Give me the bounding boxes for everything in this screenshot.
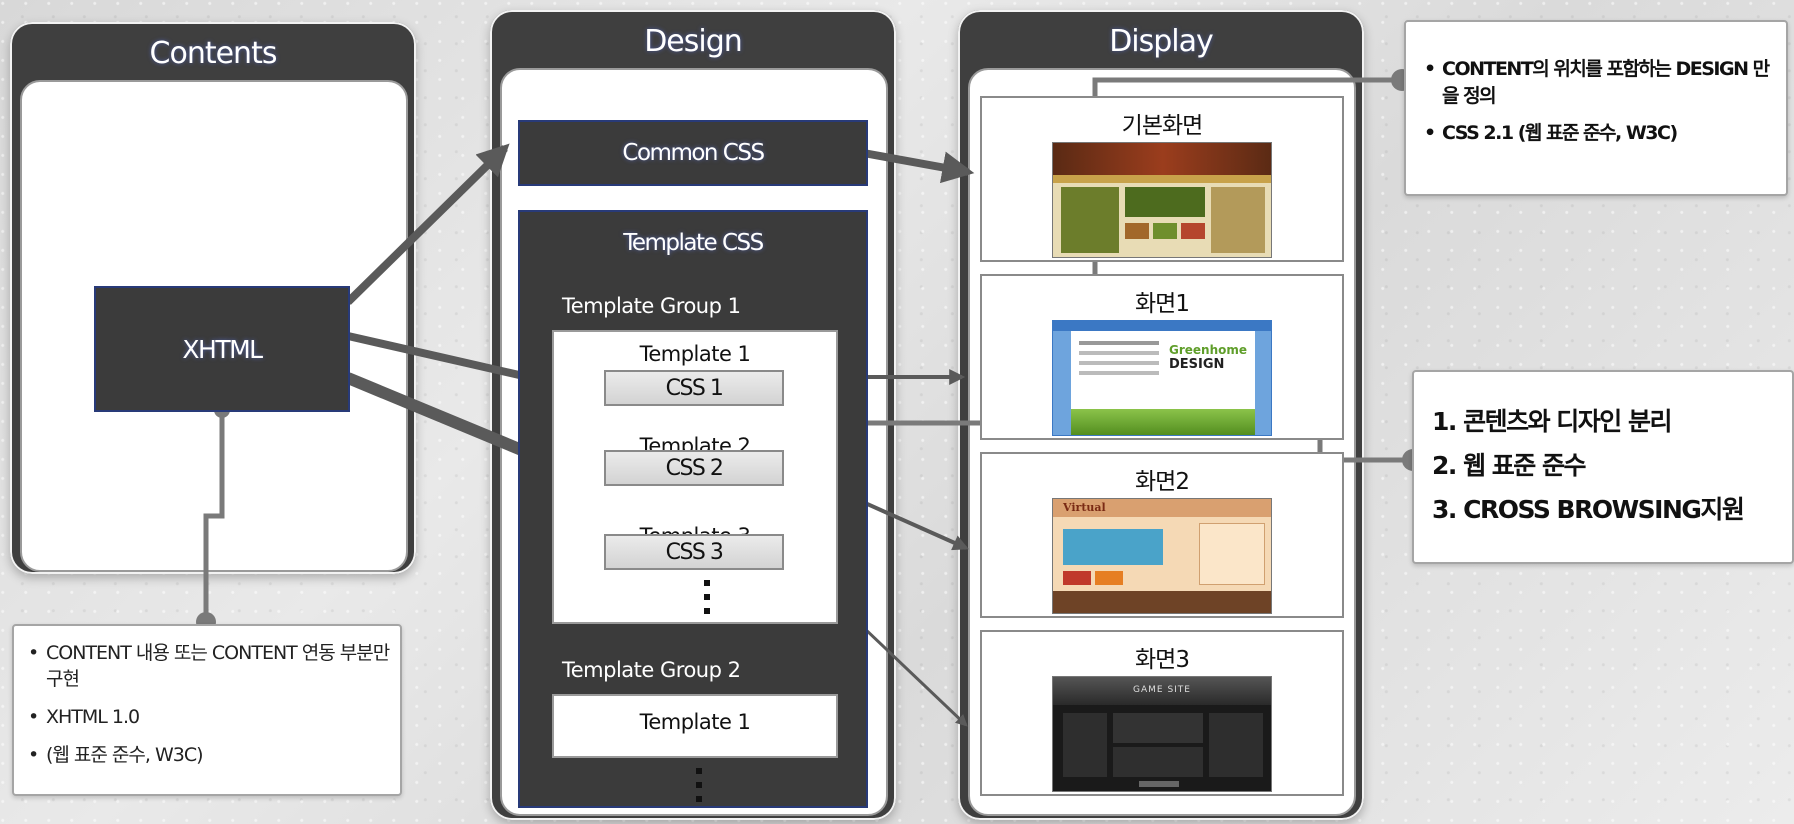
template-css-title: Template CSS [623, 230, 764, 256]
benefits-note: 1. 콘텐츠와 디자인 분리 2. 웹 표준 준수 3. CROSS BROWS… [1412, 370, 1794, 564]
common-css-box: Common CSS [518, 120, 868, 186]
template-3-label: Template 3 [554, 524, 836, 534]
template-group-2-label: Template Group 2 [562, 658, 741, 682]
screen-3-thumbnail: GAME SITE [1052, 676, 1272, 792]
css1-box: CSS 1 [604, 370, 784, 406]
screen-3-thumb-title: GAME SITE [1133, 685, 1191, 695]
screen-2-thumbnail: Virtual [1052, 498, 1272, 614]
screen-1-thumb-title: Greenhome [1169, 343, 1248, 357]
design-note-item-1: CONTENT의 위치를 포함하는 DESIGN 만을 정의 [1420, 56, 1772, 110]
template-1-label: Template 1 [639, 342, 751, 366]
screen-1-thumbnail: Greenhome DESIGN [1052, 320, 1272, 436]
contents-note-item-2: XHTML 1.0 [24, 704, 390, 730]
design-panel-title: Design [644, 24, 743, 59]
template-2-label: Template 2 [639, 434, 751, 450]
contents-note-item-1: CONTENT 내용 또는 CONTENT 연동 부분만 구현 [24, 640, 390, 692]
benefit-item-1: 1. 콘텐츠와 디자인 분리 [1432, 407, 1673, 436]
template-group-1-more-dots [704, 580, 710, 622]
template-group-2-more-dots [696, 768, 702, 810]
contents-panel-title: Contents [149, 36, 278, 71]
screen-3: 화면3 GAME SITE [980, 630, 1344, 796]
design-note: CONTENT의 위치를 포함하는 DESIGN 만을 정의 CSS 2.1 (… [1404, 20, 1788, 196]
screen-default: 기본화면 [980, 96, 1344, 262]
screen-1: 화면1 Greenhome DESIGN [980, 274, 1344, 440]
css3-box: CSS 3 [604, 534, 784, 570]
template-group-2-template-1-label: Template 1 [639, 710, 751, 734]
screen-default-thumbnail [1052, 142, 1272, 258]
contents-note-item-3: (웹 표준 준수, W3C) [24, 742, 390, 768]
screen-2-label: 화면2 [1135, 469, 1190, 495]
xhtml-box: XHTML [94, 286, 350, 412]
display-panel-title: Display [1109, 24, 1214, 59]
screen-1-thumb-subtitle: DESIGN [1169, 357, 1225, 372]
template-group-1-label: Template Group 1 [562, 294, 741, 318]
screen-2: 화면2 Virtual [980, 452, 1344, 618]
benefit-item-2: 2. 웹 표준 준수 [1432, 451, 1587, 480]
benefit-item-3: 3. CROSS BROWSING지원 [1432, 495, 1745, 524]
screen-1-label: 화면1 [1135, 291, 1190, 317]
screen-2-thumb-title: Virtual [1063, 501, 1106, 514]
screen-default-label: 기본화면 [1121, 113, 1204, 139]
template-css-box: Template CSS Template Group 1 Template 1… [518, 210, 868, 808]
screen-3-label: 화면3 [1135, 647, 1190, 673]
design-note-item-2: CSS 2.1 (웹 표준 준수, W3C) [1420, 120, 1772, 147]
css2-box: CSS 2 [604, 450, 784, 486]
contents-note: CONTENT 내용 또는 CONTENT 연동 부분만 구현 XHTML 1.… [12, 624, 402, 796]
template-group-2-box: Template 1 [552, 694, 838, 758]
